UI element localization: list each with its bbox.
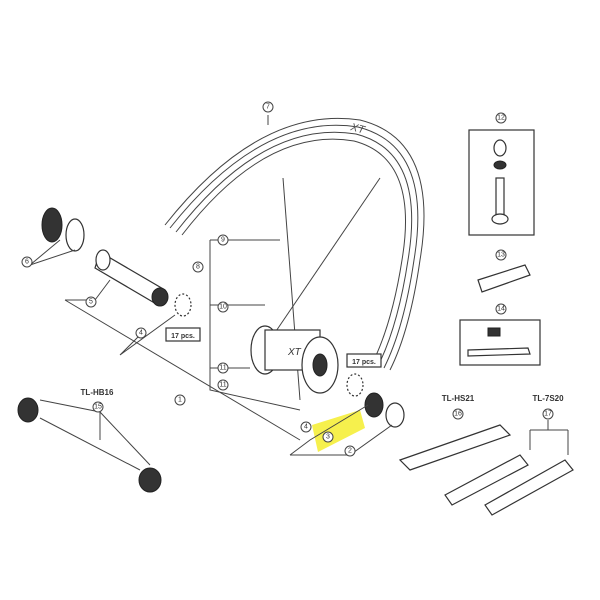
spoke-wrench (477, 264, 531, 293)
callout-free-hub-body: 5 (85, 296, 97, 308)
callout-spoke-a: 9 (217, 234, 229, 246)
callout-lock-nut: 2 (344, 445, 356, 457)
rim: XT (164, 117, 425, 371)
callout-axle: 1 (174, 394, 186, 406)
svg-text:16: 16 (454, 411, 462, 418)
svg-text:6: 6 (25, 259, 29, 266)
svg-text:14: 14 (497, 306, 505, 313)
bearing-balls-right (346, 373, 364, 397)
tool-label-7s20: TL-7S20 (532, 394, 564, 403)
svg-text:11: 11 (219, 382, 226, 389)
callout-nipple-a: 11 (217, 362, 229, 374)
cone (364, 392, 384, 418)
qty-box-left (165, 327, 201, 342)
lock-nut (385, 402, 405, 428)
svg-text:4: 4 (139, 330, 143, 337)
svg-text:11: 11 (219, 365, 226, 372)
highlight-marker (312, 410, 365, 452)
callout-tool-hs21: 16 (452, 408, 464, 420)
callout-rim: 7 (262, 101, 274, 113)
callout-washer-right: 4 (300, 421, 312, 433)
rim-brand: XT (348, 121, 367, 137)
callout-valve-kit: 12 (495, 112, 507, 124)
svg-text:4: 4 (304, 424, 308, 431)
tool-tl-hs21 (398, 424, 512, 471)
svg-text:12: 12 (497, 115, 505, 122)
svg-text:3: 3 (326, 434, 330, 441)
callout-spoke-b: 10 (217, 301, 229, 313)
callout-spoke-set: 8 (192, 261, 204, 273)
svg-text:13: 13 (497, 252, 505, 259)
free-hub-body (94, 249, 169, 307)
svg-text:9: 9 (221, 237, 225, 244)
svg-text:XT: XT (287, 347, 302, 358)
qty-box-right (346, 353, 382, 368)
callout-spoke-wrench: 13 (495, 249, 507, 261)
callout-tire-lever: 14 (495, 303, 507, 315)
hub-shell: XT (250, 325, 339, 394)
svg-text:5: 5 (89, 299, 93, 306)
svg-text:17: 17 (544, 411, 552, 418)
svg-text:15: 15 (94, 404, 102, 411)
tool-tl-7s20 (444, 420, 574, 516)
callout-tool-hb16: 15 (92, 401, 104, 413)
callout-lock-ring: 6 (21, 256, 33, 268)
tire-lever-kit (459, 319, 541, 366)
lock-ring (41, 207, 85, 252)
svg-text:7: 7 (266, 104, 270, 111)
callout-cone: 3 (322, 431, 334, 443)
svg-text:2: 2 (348, 448, 352, 455)
tool-label-hb16: TL-HB16 (81, 388, 114, 397)
callout-nipple-b: 11 (217, 379, 229, 391)
callout-tool-7s20: 17 (542, 408, 554, 420)
callout-washer-left: 4 (135, 327, 147, 339)
qty-left: 17 pcs. (171, 333, 195, 340)
bearing-balls-left (174, 293, 192, 317)
svg-text:1: 1 (178, 397, 182, 404)
tool-label-hs21: TL-HS21 (442, 394, 475, 403)
valve-kit (468, 129, 535, 236)
spoke (269, 177, 381, 341)
svg-text:8: 8 (196, 264, 200, 271)
svg-text:10: 10 (219, 304, 227, 311)
tool-tl-hb16 (17, 397, 162, 493)
qty-right: 17 pcs. (352, 359, 376, 366)
